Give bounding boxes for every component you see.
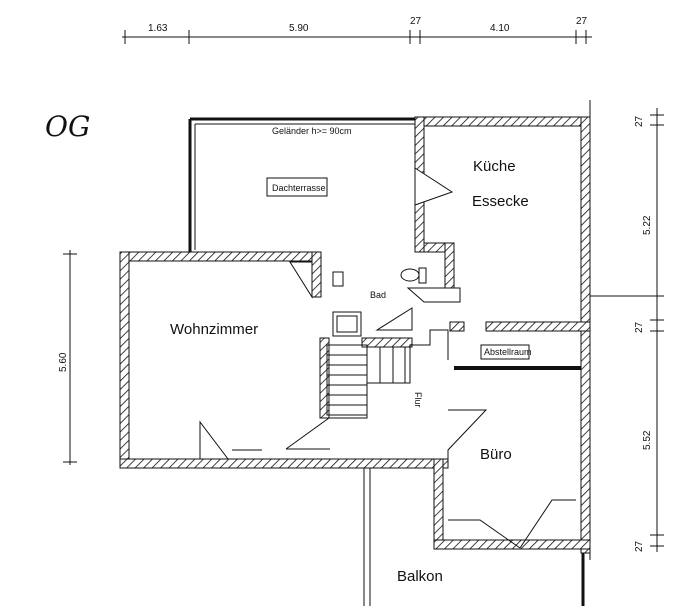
room-label-bad: Bad <box>370 290 386 300</box>
roof-terrace: Geländer h>= 90cm Dachterrasse <box>188 117 415 252</box>
room-label-balkon: Balkon <box>397 568 443 585</box>
room-label-dachterrasse: Dachterrasse <box>272 183 326 193</box>
dim-top-5: 27 <box>576 16 588 27</box>
dimension-left: 5.60 <box>58 250 77 465</box>
dim-right-5: 27 <box>634 540 645 552</box>
room-label-kueche: Küche <box>473 158 516 175</box>
dim-right-1: 27 <box>634 115 645 127</box>
dim-right-2: 5.22 <box>642 215 653 235</box>
dimension-chain-right: 27 5.22 27 5.52 27 <box>590 108 664 552</box>
dimension-chain-top: 1.63 5.90 27 4.10 27 <box>122 16 592 44</box>
dim-left-1: 5.60 <box>58 352 69 372</box>
dim-top-2: 5.90 <box>289 23 309 34</box>
dim-top-4: 4.10 <box>490 23 510 34</box>
dim-right-4: 5.52 <box>642 430 653 450</box>
room-label-abstellraum: Abstellraum <box>484 347 532 357</box>
staircase <box>326 344 410 416</box>
dim-right-3: 27 <box>634 321 645 333</box>
floor-label: OG <box>45 110 90 143</box>
room-label-wohnzimmer: Wohnzimmer <box>170 321 258 338</box>
room-label-buero: Büro <box>480 446 512 463</box>
room-label-essecke: Essecke <box>472 193 529 210</box>
room-label-flur: Flur <box>413 392 423 408</box>
dim-top-1: 1.63 <box>148 23 168 34</box>
railing-note: Geländer h>= 90cm <box>272 126 352 136</box>
dim-top-3: 27 <box>410 16 422 27</box>
interior-details <box>199 100 591 606</box>
